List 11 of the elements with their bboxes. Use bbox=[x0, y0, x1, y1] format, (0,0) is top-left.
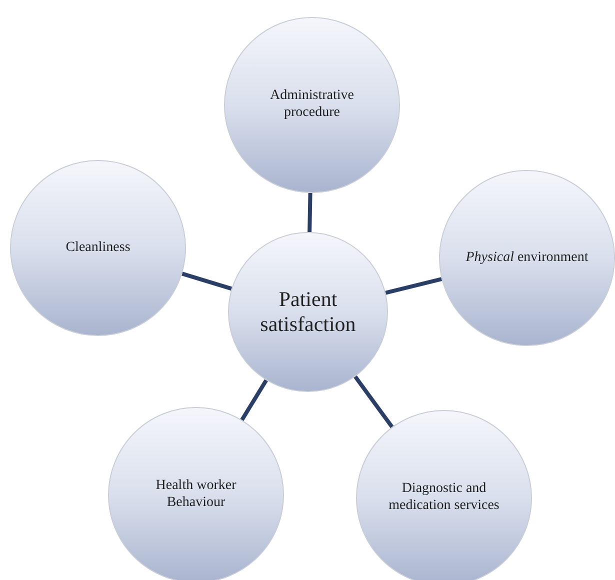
connector-line bbox=[308, 192, 312, 232]
node-label: Diagnostic and medication services bbox=[388, 481, 500, 515]
node-label: Health worker Behaviour bbox=[154, 478, 238, 512]
connector-line bbox=[182, 272, 232, 291]
connector-line bbox=[385, 277, 442, 295]
connector-line bbox=[240, 379, 268, 421]
connector-line bbox=[354, 375, 394, 428]
node-label: Cleanliness bbox=[64, 240, 132, 256]
node-label: Patient satisfaction bbox=[259, 286, 357, 338]
node-label: Physical environment bbox=[464, 250, 590, 266]
node-label: Administrative procedure bbox=[269, 88, 355, 122]
